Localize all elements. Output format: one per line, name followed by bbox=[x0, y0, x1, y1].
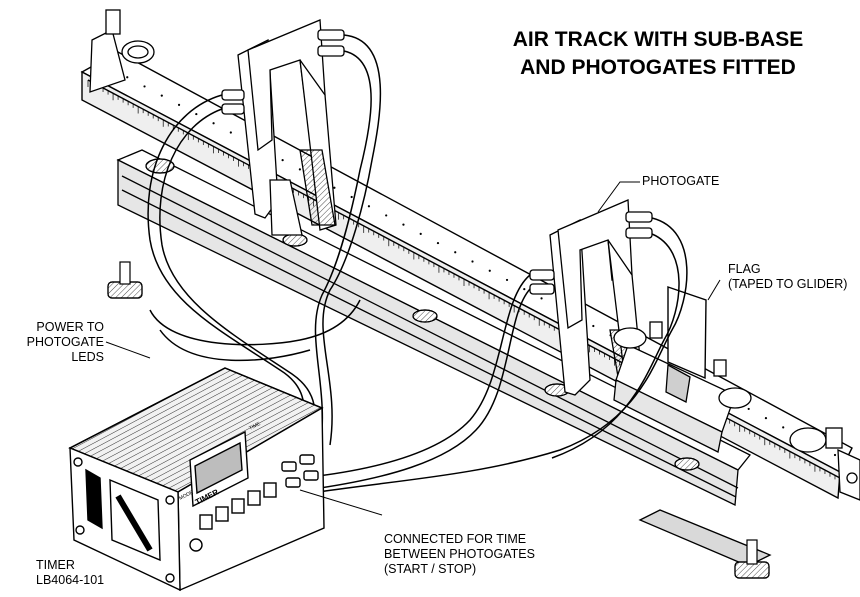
leader-photogate bbox=[597, 181, 640, 213]
air-hole bbox=[540, 297, 543, 300]
air-hole bbox=[212, 122, 215, 125]
air-hole bbox=[523, 288, 526, 291]
air-hole bbox=[833, 453, 837, 457]
air-hole bbox=[160, 94, 163, 97]
leader-lines bbox=[105, 181, 721, 516]
air-hole bbox=[592, 324, 595, 328]
air-hole bbox=[505, 278, 509, 282]
label-flag-line-1: FLAG bbox=[728, 262, 761, 276]
label-connected-line-1: CONNECTED FOR TIME bbox=[384, 532, 527, 546]
air-hole bbox=[747, 407, 750, 411]
flag bbox=[667, 286, 707, 380]
air-hole bbox=[195, 112, 198, 116]
label-connected-line-3: (START / STOP) bbox=[384, 562, 477, 576]
air-hole bbox=[350, 195, 353, 199]
adjuster-knobs bbox=[282, 233, 700, 471]
label-flag-line-2: (TAPED TO GLIDER) bbox=[728, 277, 848, 291]
air-hole bbox=[782, 426, 785, 429]
label-connected-line-2: BETWEEN PHOTOGATES bbox=[384, 547, 535, 561]
title-line-1: AIR TRACK WITH SUB-BASE bbox=[512, 28, 804, 51]
foot-mid-left bbox=[145, 158, 175, 174]
foot-left bbox=[107, 261, 143, 299]
label-photogate: PHOTOGATE bbox=[642, 174, 720, 188]
air-hole bbox=[385, 214, 388, 217]
air-hole bbox=[402, 223, 405, 226]
leader-connected bbox=[299, 489, 383, 516]
diagram-title: AIR TRACK WITH SUB-BASE AND PHOTOGATES F… bbox=[478, 26, 838, 82]
label-timer-line-1: TIMER bbox=[36, 558, 75, 572]
air-hole bbox=[229, 131, 232, 134]
air-hole bbox=[298, 168, 301, 171]
air-hole bbox=[471, 260, 474, 263]
air-hole bbox=[764, 417, 768, 420]
foot-right bbox=[734, 539, 770, 579]
end-fitting-right bbox=[789, 427, 860, 501]
label-timer-line-2: LB4064-101 bbox=[36, 573, 105, 587]
air-hole bbox=[454, 251, 457, 254]
air-hole bbox=[419, 232, 422, 235]
air-hole bbox=[436, 241, 440, 245]
title-line-2: AND PHOTOGATES FITTED bbox=[520, 56, 796, 79]
air-hole bbox=[367, 205, 371, 208]
glider bbox=[613, 321, 752, 453]
timer-panel-top-text: TIME bbox=[248, 421, 262, 432]
photogate-left bbox=[221, 19, 345, 236]
air-hole bbox=[126, 76, 129, 79]
label-power: POWER TO PHOTOGATE LEDS bbox=[6, 320, 104, 365]
end-fitting-left bbox=[89, 9, 155, 93]
air-hole bbox=[281, 159, 284, 162]
timer-box bbox=[68, 367, 325, 592]
label-connected: CONNECTED FOR TIME BETWEEN PHOTOGATES (S… bbox=[384, 532, 535, 577]
label-power-line-1: POWER TO bbox=[36, 320, 104, 334]
label-flag: FLAG (TAPED TO GLIDER) bbox=[728, 262, 847, 292]
label-power-line-3: LEDS bbox=[71, 350, 104, 364]
air-hole bbox=[177, 103, 181, 106]
air-hole bbox=[143, 85, 146, 88]
air-hole bbox=[488, 269, 491, 272]
leader-power bbox=[105, 341, 151, 359]
label-power-line-2: PHOTOGATE bbox=[26, 335, 104, 349]
label-timer: TIMER LB4064-101 bbox=[36, 558, 104, 588]
air-hole bbox=[333, 186, 336, 189]
leader-flag bbox=[707, 279, 721, 301]
